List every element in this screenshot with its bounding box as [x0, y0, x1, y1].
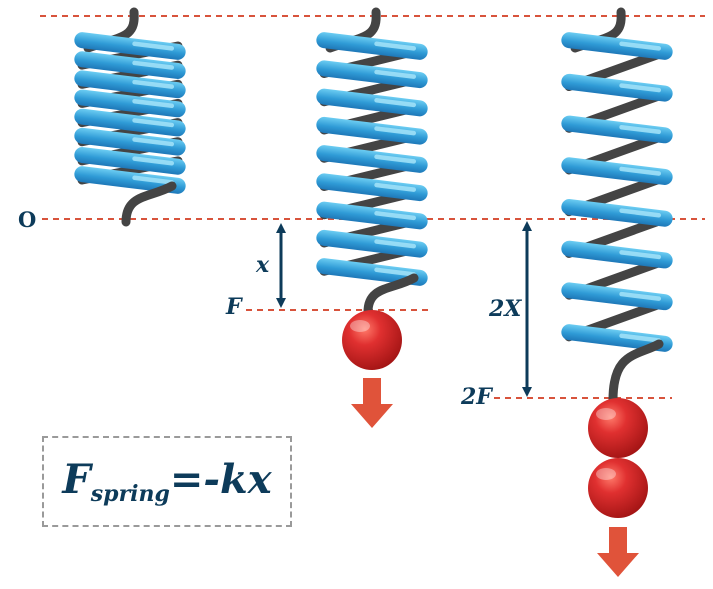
spring-coil — [316, 229, 428, 258]
spring-coil-highlight — [374, 154, 417, 164]
spring-coil-highlight — [132, 137, 175, 147]
spring-coil-highlight — [132, 60, 175, 70]
spring-coil-highlight — [374, 211, 417, 221]
spring-coil-highlight — [374, 69, 417, 79]
spring-coil-highlight — [374, 182, 417, 192]
spring-coil-highlight — [132, 118, 175, 128]
spring-bottom-hook — [121, 181, 177, 227]
spring-loaded-one-mass — [316, 7, 428, 317]
origin-label: O — [18, 207, 37, 232]
force-arrow-2-icon — [597, 527, 639, 577]
hookes-law-formula: Fspring=-kx — [44, 460, 290, 507]
spring-coil-highlight — [132, 156, 175, 166]
spring-coil-highlight — [619, 291, 662, 301]
spring-coil-highlight — [132, 175, 175, 185]
spring-coil-highlight — [132, 98, 175, 109]
spring-coil-highlight — [374, 126, 417, 136]
spring-coil — [74, 70, 186, 99]
spring-coil — [561, 324, 673, 352]
spring-coil — [74, 127, 186, 156]
force-arrow-1-icon — [351, 378, 393, 428]
force-f-label: F — [226, 294, 242, 320]
displacement-2x-label: 2X — [489, 296, 522, 322]
spring-coil — [74, 89, 186, 118]
force-2f-label: 2F — [461, 384, 492, 410]
spring-coil-highlight — [619, 124, 662, 135]
spring-coil — [561, 73, 673, 102]
spring-coil — [316, 173, 428, 202]
spring-coil — [316, 32, 428, 60]
mass-ball-1 — [342, 310, 402, 370]
spring-coil-highlight — [619, 333, 662, 343]
spring-coil-highlight — [374, 267, 417, 277]
formula-subscript: spring — [90, 481, 170, 507]
spring-coil — [561, 115, 673, 144]
spring-coil — [316, 116, 428, 145]
spring-bottom-hook — [608, 339, 664, 405]
spring-coil — [74, 51, 186, 79]
spring-coil-highlight — [374, 98, 417, 108]
spring-coil-highlight — [132, 79, 175, 89]
spring-coil — [316, 201, 428, 230]
spring-coil-highlight — [619, 166, 662, 176]
spring-coil-highlight — [374, 239, 417, 249]
spring-loaded-two-masses — [561, 7, 673, 405]
displacement-x-label: x — [256, 252, 270, 278]
spring-coil — [316, 258, 428, 286]
spring-coil-highlight — [132, 41, 175, 51]
formula-rhs: =-kx — [169, 456, 272, 503]
spring-coil — [74, 166, 186, 194]
mass-ball-3 — [588, 458, 648, 518]
formula-force-symbol: F — [62, 456, 91, 503]
spring-coil — [74, 32, 186, 60]
spring-coil — [74, 147, 186, 175]
spring-coil — [561, 157, 673, 185]
spring-bottom-hook — [363, 273, 419, 317]
spring-coil-highlight — [619, 41, 662, 51]
spring-coil — [561, 282, 673, 311]
spring-coil — [316, 145, 428, 173]
spring-coil-highlight — [619, 83, 662, 93]
spring-coil — [561, 240, 673, 269]
spring-coil-highlight — [374, 41, 417, 51]
spring-coil — [316, 88, 428, 117]
mass-ball-2 — [588, 398, 648, 458]
spring-coil — [74, 108, 186, 137]
hookes-law-box: Fspring=-kx — [42, 436, 292, 527]
spring-coil-highlight — [619, 208, 662, 218]
spring-coil-highlight — [619, 250, 662, 260]
spring-coil — [316, 60, 428, 89]
spring-coil — [561, 32, 673, 60]
spring-unloaded — [74, 7, 186, 227]
spring-coil — [561, 199, 673, 227]
